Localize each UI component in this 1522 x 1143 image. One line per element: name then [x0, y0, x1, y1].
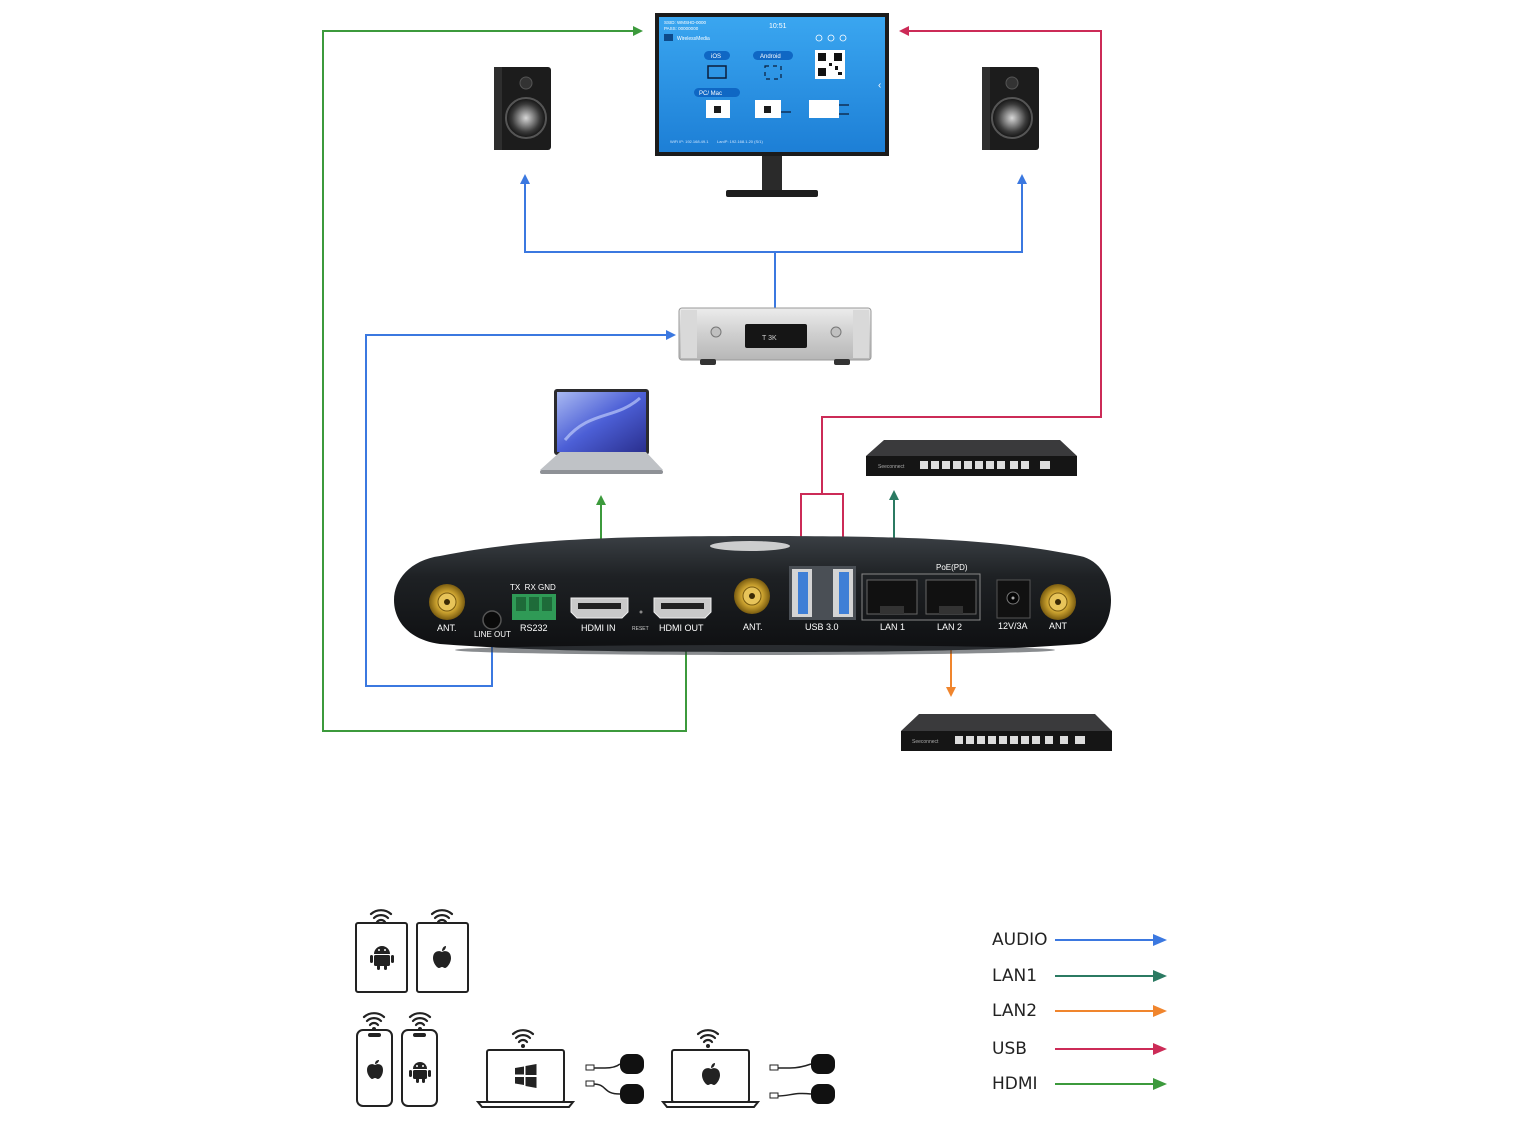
legend-label: USB [992, 1039, 1027, 1059]
ant-mid-label: ANT. [743, 622, 763, 632]
monitor-ssid: SSID: WMSHD-0000 [664, 20, 707, 25]
monitor-footer-right: LanIP: 192.168.1.20 (S/1) [717, 139, 763, 144]
monitor-footer-left: WiFi IP: 192.168.49.1 [670, 139, 709, 144]
rs232-label: RS232 [520, 623, 548, 633]
lan2-label: LAN 2 [937, 622, 962, 632]
line-out-label: LINE OUT [474, 630, 511, 639]
legend-label: LAN2 [992, 1001, 1037, 1021]
legend-item: USB [992, 1039, 1167, 1059]
ipad-tablet [416, 922, 469, 993]
switch-brand-bottom: Seeconnect [912, 739, 939, 745]
antenna-connector-right [1040, 584, 1076, 620]
wifi-icon [430, 909, 454, 924]
legend-arrowhead [1153, 970, 1167, 982]
usb-label: USB 3.0 [805, 622, 839, 632]
wifi-icon [511, 1029, 535, 1044]
monitor-pcmac-label: PC/ Mac [699, 91, 722, 97]
usb-to-monitor-line [800, 31, 1102, 567]
windows-icon [515, 1064, 537, 1088]
svg-text:‹: ‹ [878, 80, 881, 91]
legend-arrowhead [1153, 1043, 1167, 1055]
legend-item: LAN1 [992, 966, 1167, 986]
monitor: SSID: WMSHD-0000 PASS: 00000000 10:51 Wi… [655, 13, 889, 197]
lan1-label: LAN 1 [880, 622, 905, 632]
audio-amplifier: T 3K [678, 307, 872, 365]
legend-label: HDMI [992, 1074, 1038, 1094]
svg-text:T 3K: T 3K [762, 335, 777, 342]
antenna-connector-left [429, 584, 465, 620]
legend-item: AUDIO [992, 930, 1167, 950]
connection-lines [322, 26, 1102, 732]
legend-arrowhead [1153, 1005, 1167, 1017]
amp-to-left-speaker-line [520, 174, 775, 253]
dc-power-jack [996, 579, 1031, 619]
network-switch-bottom: Seeconnect [901, 714, 1112, 751]
ant-left-label: ANT. [437, 623, 457, 633]
left-speaker [494, 67, 551, 150]
legend-arrowhead [1153, 1078, 1167, 1090]
lan1-port [866, 579, 918, 615]
reset-label: RESET [632, 626, 649, 632]
hdmi-out-port [653, 597, 712, 619]
rs232-pins-label: TX RX GND [510, 583, 556, 592]
monitor-brand: WirelessMedia [677, 36, 710, 42]
usb-3-ports [789, 566, 856, 620]
wifi-icon [362, 1012, 386, 1027]
power-label: 12V/3A [998, 621, 1028, 631]
legend-label: LAN1 [992, 966, 1037, 986]
wireless-presentation-box: ANT. LINE OUT TX RX GND RS232 HDMI IN RE… [394, 536, 1111, 655]
legend-label: AUDIO [992, 930, 1048, 950]
mac-laptop [660, 1049, 761, 1108]
right-speaker [982, 67, 1039, 150]
client-devices [355, 909, 835, 1108]
monitor-clock: 10:51 [769, 23, 787, 30]
laptop [540, 389, 663, 474]
wifi-icon [369, 909, 393, 924]
antenna-connector-middle [734, 578, 770, 614]
line-out-to-amp-line [365, 330, 676, 687]
legend-arrowhead [1153, 934, 1167, 946]
android-icon [409, 1062, 431, 1083]
wifi-icon [696, 1029, 720, 1044]
iphone [356, 1029, 393, 1107]
hdmi-out-label: HDMI OUT [659, 623, 704, 633]
rs232-terminal [512, 594, 556, 620]
switch-brand-top: Seeconnect [878, 464, 905, 470]
hdmi-out-to-monitor-line [322, 26, 687, 732]
android-tablet [355, 922, 408, 993]
amp-to-right-speaker-line [775, 174, 1027, 253]
lan2-port [925, 579, 977, 615]
poe-label: PoE(PD) [936, 563, 968, 572]
legend-item: HDMI [992, 1074, 1167, 1094]
hdmi-in-label: HDMI IN [581, 623, 616, 633]
dongle-icon [769, 1054, 835, 1104]
monitor-pass: PASS: 00000000 [664, 26, 699, 31]
network-switch-top: Seeconnect [866, 440, 1077, 476]
apple-icon [367, 1060, 383, 1079]
apple-icon [433, 946, 451, 968]
windows-laptop [475, 1049, 576, 1108]
monitor-ios-label: iOS [711, 54, 721, 60]
android-icon [370, 946, 394, 970]
monitor-android-label: Android [760, 54, 781, 60]
legend-item: LAN2 [992, 1001, 1167, 1021]
wifi-icon [408, 1012, 432, 1027]
line-out-jack [482, 610, 502, 630]
dongle-icon [585, 1054, 644, 1104]
hdmi-in-port [570, 597, 629, 619]
apple-icon [702, 1063, 720, 1085]
ant-right-label: ANT [1049, 621, 1068, 631]
android-phone [401, 1029, 438, 1107]
